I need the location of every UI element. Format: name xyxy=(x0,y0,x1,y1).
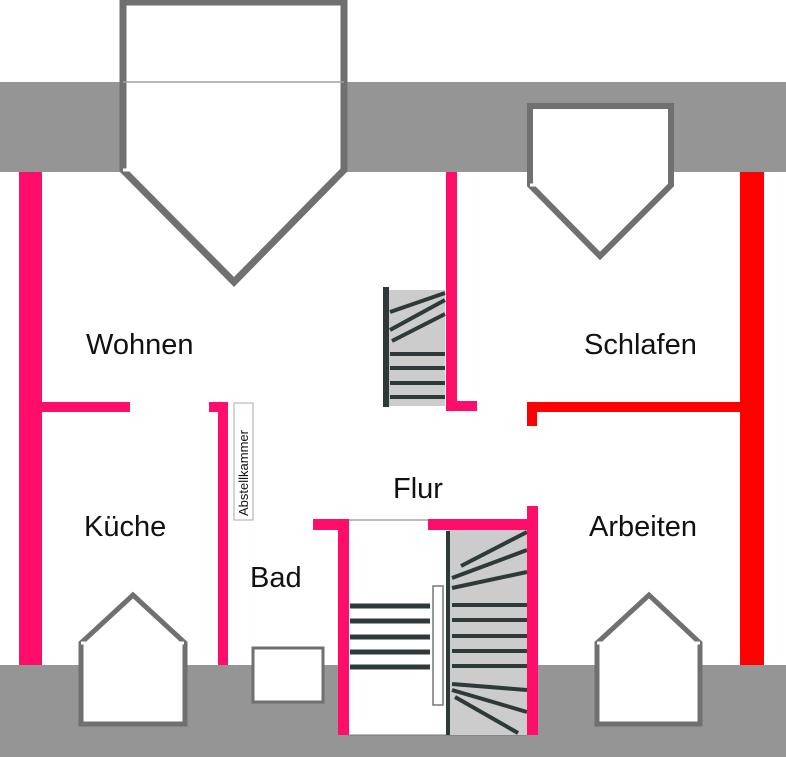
room-label-flur: Flur xyxy=(393,473,443,505)
dormer-bottom-right xyxy=(594,591,703,727)
wall-stair-top-foot xyxy=(446,401,477,411)
wall-abstell xyxy=(218,402,228,665)
stair-top xyxy=(383,287,446,407)
room-label-bad: Bad xyxy=(250,562,302,594)
abstellkammer-label-box xyxy=(233,402,254,521)
stair-handrail xyxy=(432,585,444,706)
room-label-abstellkammer: Abstellkammer xyxy=(236,429,251,516)
wall-left xyxy=(19,172,42,665)
walls-interior xyxy=(19,172,538,735)
wall-stairwell-right xyxy=(527,506,538,735)
wall-schlafen-arbeiten xyxy=(527,402,741,412)
dormer-bottom-left xyxy=(78,591,188,727)
bad-skylight xyxy=(251,646,325,704)
wall-flur-right-stub xyxy=(428,519,538,530)
wall-wohnen-kueche xyxy=(40,402,130,412)
stair-bottom xyxy=(347,519,528,736)
room-label-wohnen: Wohnen xyxy=(86,329,194,361)
wall-stair-top xyxy=(446,172,457,411)
wall-right xyxy=(740,172,764,665)
room-label-arbeiten: Arbeiten xyxy=(589,511,697,543)
dormer-top-right xyxy=(527,103,674,261)
wall-stairwell-left xyxy=(338,519,349,735)
room-label-schlafen: Schlafen xyxy=(584,329,697,361)
room-label-kueche: Küche xyxy=(84,511,166,543)
wall-flur-left-stub xyxy=(313,519,349,530)
wall-schlafen-stub xyxy=(527,402,537,426)
dormer-top-large xyxy=(119,0,348,287)
walls-red xyxy=(527,172,764,665)
